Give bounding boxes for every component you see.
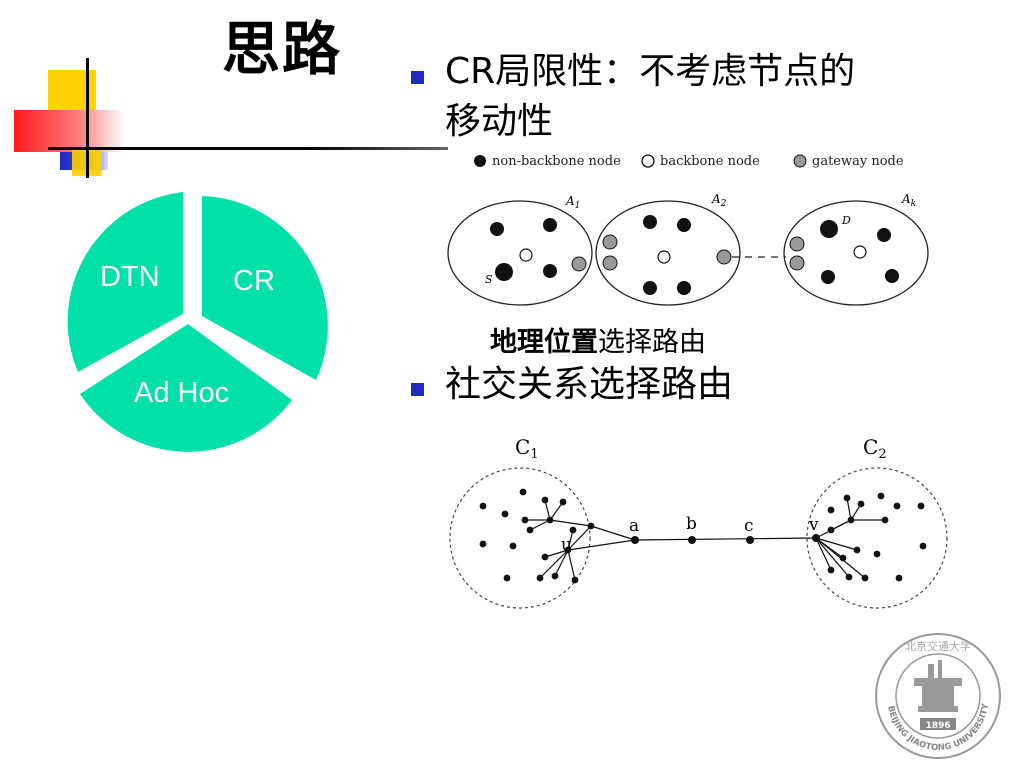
legend-gateway-icon [793, 154, 807, 168]
node [602, 255, 618, 271]
node-label-s: S [485, 273, 493, 286]
node-label-a: a [629, 516, 639, 536]
pie-label-dtn: DTN [100, 261, 160, 293]
area-label-ak: Ak [901, 192, 916, 209]
community-c1 [449, 467, 591, 609]
node [495, 263, 513, 281]
svg-text:北京交通大学: 北京交通大学 [905, 639, 971, 653]
geo-routing-figure: non-backbone node backbone node gateway … [447, 154, 929, 306]
bullet-2: 社交关系选择路由 [445, 364, 734, 405]
node [885, 269, 899, 283]
legend-non-backbone-icon [474, 155, 486, 167]
node [543, 218, 557, 232]
geo-caption-bold: 地理位置 [490, 327, 598, 358]
node [853, 245, 867, 259]
node [789, 255, 805, 271]
pie-segment-adhoc [80, 324, 292, 452]
area-a2 [595, 200, 741, 306]
bullet-1: CR局限性：不考虑节点的 移动性 [445, 47, 985, 147]
pie-diagram [67, 192, 328, 452]
legend-backbone-icon [641, 154, 655, 168]
legend-non-backbone-label: non-backbone node [492, 154, 621, 169]
bullet-marker-2 [411, 383, 424, 396]
node [490, 222, 504, 236]
logo-year: 1896 [925, 721, 950, 731]
node [543, 264, 557, 278]
node [789, 236, 805, 252]
node-label-v: v [808, 515, 819, 535]
slide-title: 思路 [222, 15, 343, 83]
node [571, 256, 587, 272]
node [643, 281, 657, 295]
pie-segment-cr [202, 196, 328, 380]
university-logo: BEIJING JIAOTONG UNIVERSITY 1896 北京交通大学 [875, 633, 1001, 759]
node [821, 270, 835, 284]
legend-gateway-label: gateway node [812, 154, 904, 169]
pie-label-cr: CR [233, 265, 275, 297]
geo-caption-normal: 选择路由 [598, 327, 706, 358]
area-ak [783, 200, 929, 306]
social-routing-figure: C1 C2 u a b c v [449, 435, 948, 609]
ornament-horizontal-line [48, 147, 448, 150]
geo-caption: 地理位置选择路由 [490, 320, 706, 359]
pie-label-adhoc: Ad Hoc [134, 377, 230, 409]
node [677, 218, 691, 232]
corner-ornament [0, 0, 460, 180]
area-a1 [447, 200, 593, 306]
node [820, 220, 838, 238]
node [643, 215, 657, 229]
ornament-vertical-line [86, 58, 89, 178]
area-label-a1: A1 [565, 194, 580, 211]
node-label-c: c [744, 516, 754, 536]
legend-backbone-label: backbone node [660, 154, 760, 169]
area-label-a2: A2 [711, 192, 727, 209]
node [677, 281, 691, 295]
bullet-1-line-2: 移动性 [445, 101, 554, 142]
ornament-red-bar [14, 110, 124, 152]
community-c2 [806, 467, 948, 609]
node-label-d: D [841, 214, 851, 227]
node [519, 248, 533, 262]
node [877, 228, 891, 242]
node-label-b: b [686, 514, 697, 534]
bullet-1-line-1: CR局限性：不考虑节点的 [445, 51, 856, 92]
node-label-u: u [561, 535, 572, 555]
community-label-c1: C1 [515, 435, 539, 462]
bullet-marker-1 [411, 71, 424, 84]
node [657, 250, 671, 264]
node [602, 234, 618, 250]
node [716, 249, 732, 265]
pie-segment-dtn [67, 192, 183, 372]
community-label-c2: C2 [863, 435, 887, 462]
